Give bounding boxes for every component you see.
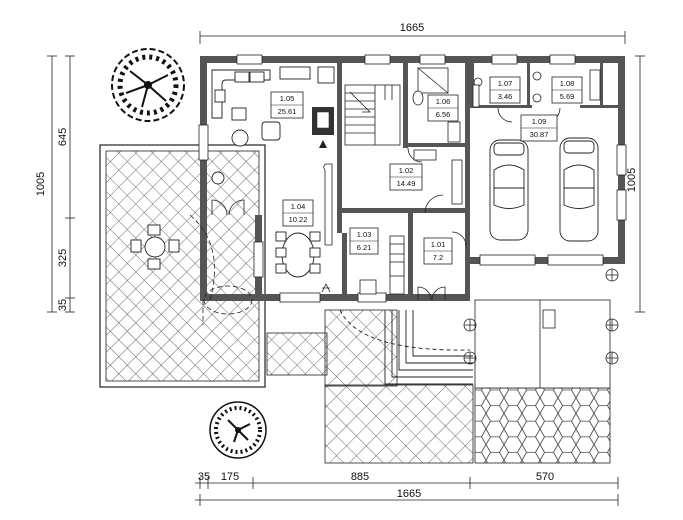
- room-label-108: 1.08 5.69: [551, 76, 583, 104]
- dimension-right: 1005: [626, 55, 645, 313]
- interior-walls: [337, 63, 622, 301]
- room-area: 6.21: [357, 243, 372, 252]
- dimension-left: 1005 645 325 35: [35, 55, 75, 313]
- room-number: 1.09: [532, 117, 547, 126]
- room-area: 14.49: [397, 179, 416, 188]
- shrubs: [463, 268, 619, 365]
- terrace-table: [130, 224, 180, 270]
- driveway-paving: [474, 299, 611, 464]
- fireplace: [312, 107, 334, 148]
- room-number: 1.08: [560, 79, 575, 88]
- room-label-102: 1.02 14.49: [389, 163, 423, 191]
- dimension-label: 1665: [400, 22, 424, 34]
- dimension-label: 570: [536, 471, 554, 483]
- room-area: 10.22: [289, 215, 308, 224]
- dining-table: [275, 231, 321, 278]
- room-area: 25.61: [278, 107, 297, 116]
- room-number: 1.05: [280, 94, 295, 103]
- room-label-104: 1.04 10.22: [282, 199, 314, 227]
- entry-paving: [266, 309, 474, 464]
- entry-steps: [339, 309, 473, 385]
- sofa-set: [211, 66, 335, 185]
- room-number: 1.06: [436, 97, 451, 106]
- room-label-109: 1.09 30.87: [520, 114, 558, 142]
- room-number: 1.07: [498, 79, 513, 88]
- doors: [211, 107, 561, 301]
- bathroom-fixtures: [412, 67, 601, 143]
- room-label-101: 1.01 7.2: [423, 237, 453, 265]
- car-left: [489, 139, 529, 241]
- room-area: 5.69: [560, 92, 575, 101]
- dimension-label: 35: [57, 299, 69, 311]
- room-number: 1.01: [431, 240, 446, 249]
- room-area: 3.46: [498, 92, 513, 101]
- dimension-label: 645: [57, 128, 69, 146]
- dimension-bottom-segments: 35 175 885 570: [195, 471, 619, 489]
- stairs: [344, 84, 401, 146]
- dimension-label: 1005: [626, 168, 638, 192]
- dimension-label: 325: [57, 249, 69, 267]
- room-label-103: 1.03 6.21: [349, 227, 379, 255]
- room-area: 30.87: [530, 130, 549, 139]
- car-right: [559, 137, 599, 242]
- terrace-door-swing: [189, 214, 253, 325]
- room-label-105: 1.05 25.61: [270, 91, 304, 119]
- dimension-label: 175: [221, 471, 239, 483]
- tree-top-left: [111, 48, 185, 122]
- kitchen-counter: [323, 163, 405, 295]
- room-area: 7.2: [433, 253, 443, 262]
- dimension-bottom-total: 1665: [195, 488, 619, 506]
- room-number: 1.04: [291, 202, 306, 211]
- hall-wardrobe: [413, 149, 463, 205]
- dimension-label: 885: [351, 471, 369, 483]
- windows: [198, 54, 627, 303]
- plant-dining: [321, 283, 331, 293]
- room-label-107: 1.07 3.46: [489, 76, 521, 104]
- room-label-106: 1.06 6.56: [427, 94, 459, 122]
- terrace-left: [99, 144, 266, 388]
- tree-bottom: [209, 401, 267, 459]
- room-number: 1.03: [357, 230, 372, 239]
- room-area: 6.56: [436, 110, 451, 119]
- dimension-label: 1665: [397, 488, 421, 500]
- room-number: 1.02: [399, 166, 414, 175]
- dimension-label: 1005: [35, 172, 47, 196]
- dimension-label: 35: [198, 471, 210, 483]
- dimension-top: 1665: [199, 22, 626, 44]
